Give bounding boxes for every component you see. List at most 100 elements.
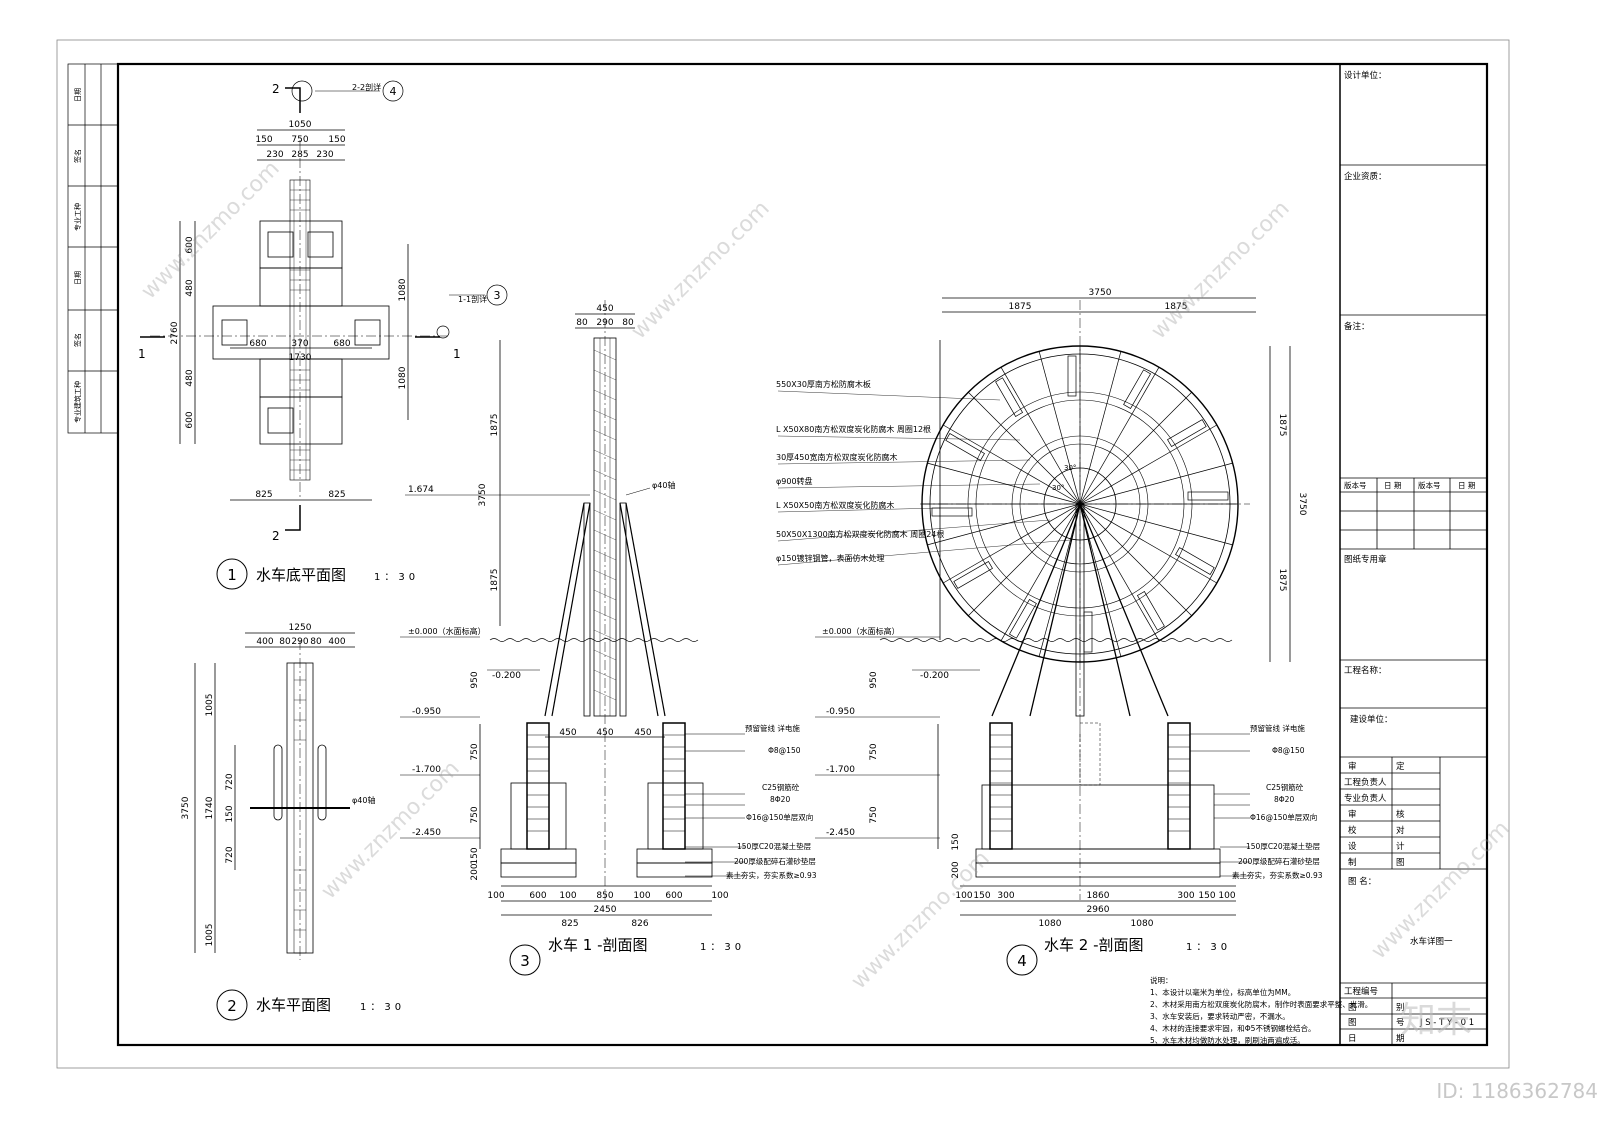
v3-dim-topw: 450: [596, 304, 613, 314]
tb-sign-3a: 审: [1348, 809, 1357, 820]
view4-section-2: [777, 297, 1291, 976]
v3-dim-hlower: 1875: [490, 569, 500, 592]
v2-dim-h0: 1005: [205, 694, 215, 717]
v2-dim-h3: 150: [225, 805, 235, 822]
v1-dim-h2: 2760: [170, 321, 180, 344]
v3-note-3: 8Φ20: [770, 795, 790, 804]
tb-drawing-no: J S - T Y - 0 1: [1419, 1018, 1474, 1028]
v3-dim-hupper: 1875: [490, 414, 500, 437]
tb-info-2b: 号: [1396, 1018, 1405, 1028]
tb-sign-0b: 定: [1396, 761, 1405, 772]
strip-label-2: 专业工种: [73, 203, 82, 231]
v1-title: 水车底平面图: [256, 566, 346, 584]
view3-section-1: [400, 300, 745, 976]
v4-callout-3: φ900转盘: [776, 476, 813, 486]
view1-base-plan: [140, 80, 508, 590]
v4-note-2: C25钢筋砼: [1266, 782, 1304, 792]
v4-level-1: -0.200: [920, 671, 949, 681]
v1-dim-hr0: 1080: [398, 278, 408, 301]
tb-sign-5b: 计: [1396, 841, 1405, 852]
watermark-site-3: www.znzmo.com: [1147, 196, 1295, 344]
tb-info-1a: 图: [1348, 1003, 1357, 1013]
v4-level-0: ±0.000（水面标高）: [822, 626, 900, 636]
v3-dim-b4: 100: [633, 891, 650, 901]
v1-dim-arm0: 680: [249, 339, 266, 349]
strip-label-5: 专业建筑工种: [73, 381, 82, 423]
v4-note-3: 8Φ20: [1274, 795, 1294, 804]
v3-dim-v0: 950: [470, 671, 480, 688]
v4-level-3: -1.700: [826, 765, 855, 775]
v4-scale: 1：30: [1186, 942, 1231, 953]
v3-level-1: -0.200: [492, 671, 521, 681]
v1-dim-h1: 480: [185, 279, 195, 296]
v4-dim-hhalf1: 1875: [1277, 569, 1287, 592]
view2-plan: [194, 632, 355, 1021]
v1-dim-w22: 230: [316, 150, 333, 160]
ref-1-1-num: 3: [494, 289, 501, 302]
tb-info-1b: 别: [1396, 1003, 1405, 1013]
tb-info-3b: 期: [1396, 1034, 1405, 1044]
v4-note-5: 150厚C20混凝土垫层: [1246, 841, 1321, 851]
v4-dim-htotal: 3750: [1297, 493, 1307, 516]
tb-design-unit: 设计单位：: [1344, 70, 1387, 81]
v4-level-2: -0.950: [826, 707, 855, 717]
v4-dim-v2: 750: [869, 806, 879, 823]
v3-title: 水车 1 -剖面图: [548, 936, 648, 954]
tb-qualification: 企业资质：: [1344, 171, 1387, 182]
v2-dim-h5: 1005: [205, 924, 215, 947]
v4-dim-b1: 150: [973, 891, 990, 901]
tb-info-2a: 图: [1348, 1018, 1357, 1028]
v1-dim-w0: 150: [255, 135, 272, 145]
v1-dim-h0: 600: [185, 236, 195, 253]
v2-dim-h1: 720: [225, 773, 235, 790]
tb-sign-4a: 校: [1348, 825, 1357, 836]
v2-dim-w1: 80: [279, 637, 291, 647]
v4-dim-total-b: 2960: [1087, 905, 1110, 915]
v1-dim-b1: 825: [328, 490, 345, 500]
v1-dim-arm1: 370: [291, 339, 308, 349]
strip-label-1: 签名: [73, 149, 82, 163]
v3-dim-b3: 850: [596, 891, 613, 901]
v4-dim-sub1: 1080: [1131, 919, 1154, 929]
tb-info-3a: 日: [1348, 1034, 1357, 1044]
v3-dim-b5: 600: [665, 891, 682, 901]
watermark-site-2: www.znzmo.com: [627, 196, 775, 344]
tb-drawing-name: 水车详图一: [1410, 936, 1453, 947]
v2-num: 2: [227, 997, 237, 1015]
v2-dim-w0: 400: [256, 637, 273, 647]
v3-dim-mid1: 450: [596, 728, 613, 738]
tb-client: 建设单位：: [1350, 714, 1393, 725]
watermark-site-4: www.znzmo.com: [317, 756, 465, 904]
outer-frame: [56, 39, 1510, 1069]
tb-sign-3b: 核: [1396, 809, 1405, 820]
v4-angle-1: 30°: [1064, 464, 1076, 472]
v2-dim-h4: 720: [225, 846, 235, 863]
v4-dim-b6: 100: [1218, 891, 1235, 901]
v1-dim-arm2: 680: [333, 339, 350, 349]
v3-dim-top1: 290: [596, 318, 613, 328]
v3-num: 3: [520, 952, 530, 970]
tb-sign-4b: 对: [1396, 825, 1405, 836]
v2-dim-w3: 80: [310, 637, 322, 647]
v4-title: 水车 2 -剖面图: [1044, 936, 1144, 954]
v3-dim-mid0: 450: [559, 728, 576, 738]
v3-dim-b2: 100: [559, 891, 576, 901]
v1-dim-h4: 600: [185, 411, 195, 428]
v3-dim-v4: 200: [470, 863, 480, 880]
tb-sign-5a: 设: [1348, 841, 1357, 852]
v4-callout-4: L X50X50南方松双度炭化防腐木: [776, 500, 894, 510]
tb-sign-0a: 审: [1348, 761, 1357, 772]
tb-ver-h3: 日 期: [1458, 481, 1475, 490]
tb-project-name: 工程名称：: [1344, 665, 1387, 676]
v1-dim-w1: 750: [291, 135, 308, 145]
v2-dim-htotal: 3750: [181, 796, 191, 819]
v2-axle: φ40轴: [352, 795, 375, 805]
v3-dim-mid2: 450: [634, 728, 651, 738]
tb-sign-1a: 工程负责人: [1344, 777, 1387, 788]
note-item-3: 4、木材的连接要求牢固，和Φ5不锈钢螺栓结合。: [1150, 1023, 1315, 1033]
wheel-paddles: [922, 346, 1238, 662]
v3-note-0: 预留管线 详电施: [745, 723, 800, 733]
title-block: [1339, 64, 1487, 1045]
tb-ver-h0: 版本号: [1344, 480, 1367, 490]
